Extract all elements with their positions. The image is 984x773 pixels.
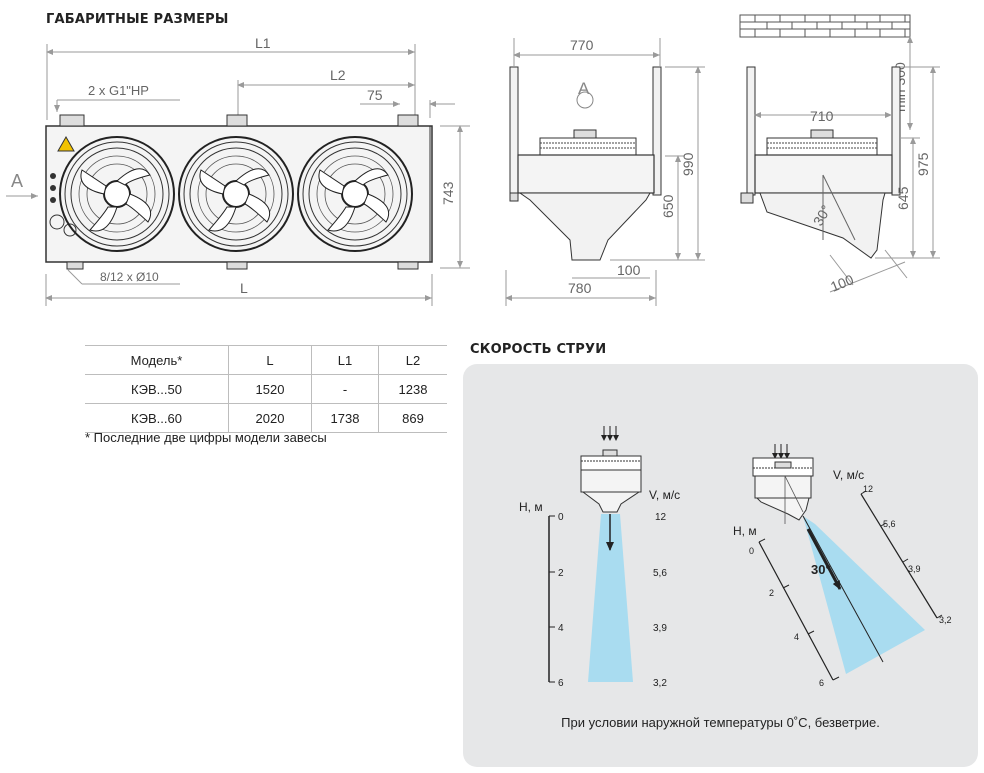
vertical-v-tick: 12 [655, 512, 667, 523]
jet-speed-heading: СКОРОСТЬ СТРУИ [470, 342, 607, 357]
fan-icon [297, 136, 413, 252]
front-view-drawing: L1 L2 75 2 x G1"НР [6, 35, 470, 306]
side1-650-label: 650 [660, 194, 676, 218]
angled-v-tick: 5,6 [883, 519, 896, 529]
fan-icon [178, 136, 294, 252]
fan-icon [59, 136, 175, 252]
angled-h-tick: 6 [819, 678, 824, 688]
vertical-h-tick: 4 [558, 623, 564, 634]
jet-speed-diagrams: H, м 0 2 4 6 V, м/с 12 5,6 3,9 3,2 [519, 426, 952, 689]
angled-v-label: V, м/с [833, 468, 864, 482]
front-75-label: 75 [367, 87, 383, 103]
angled-h-tick: 0 [749, 546, 754, 556]
side2-710-label: 710 [810, 108, 834, 124]
jet-speed-panel: H, м 0 2 4 6 V, м/с 12 5,6 3,9 3,2 [463, 364, 978, 767]
table-cell: 1238 [378, 374, 447, 404]
table-footnote: * Последние две цифры модели завесы [85, 430, 327, 445]
front-L-label: L [240, 280, 248, 296]
table-header-cell: L2 [378, 345, 447, 375]
side1-780-label: 780 [568, 280, 592, 296]
front-L1-label: L1 [255, 35, 271, 51]
side1-A-label: A [578, 79, 590, 98]
table-cell: 869 [378, 403, 447, 433]
angled-h-label: H, м [733, 524, 757, 538]
front-view-A-label: A [11, 171, 23, 191]
table-header-cell: Модель* [85, 345, 229, 375]
angled-v-tick: 12 [863, 484, 873, 494]
models-table: Модель* L L1 L2 КЭВ...50 1520 - 1238 КЭВ… [85, 345, 447, 433]
table-header-row: Модель* L L1 L2 [85, 345, 447, 375]
dimensions-heading: ГАБАРИТНЫЕ РАЗМЕРЫ [46, 12, 229, 27]
vertical-jet-stream [588, 514, 633, 682]
angled-h-tick: 2 [769, 588, 774, 598]
vertical-v-tick: 5,6 [653, 568, 667, 579]
angled-jet-stream [803, 516, 925, 674]
table-cell: 1520 [228, 374, 312, 404]
vertical-h-label: H, м [519, 500, 543, 514]
side-view-1-drawing: 770 A 990 650 100 780 [505, 37, 705, 306]
angled-v-tick: 3,9 [908, 564, 921, 574]
table-cell: 2020 [228, 403, 312, 433]
table-cell: - [311, 374, 379, 404]
front-L2-label: L2 [330, 67, 346, 83]
table-cell: КЭВ...50 [85, 374, 229, 404]
brick-wall-icon [739, 14, 911, 38]
condition-note: При условии наружной температуры 0˚С, бе… [561, 715, 880, 730]
side1-100-label: 100 [617, 262, 641, 278]
front-mount-label: 8/12 x Ø10 [100, 270, 159, 284]
vertical-h-tick: 6 [558, 678, 564, 689]
side1-990-label: 990 [680, 152, 696, 176]
side-view-2-drawing: min 300 710 30° 975 645 100 [739, 14, 940, 295]
angled-angle-label: 30° [811, 562, 831, 577]
table-cell: 1738 [311, 403, 379, 433]
vertical-h-tick: 0 [558, 512, 564, 523]
angled-unit-icon [752, 444, 814, 524]
angled-h-tick: 4 [794, 632, 799, 642]
vertical-h-tick: 2 [558, 568, 564, 579]
front-743-label: 743 [440, 181, 456, 205]
vertical-unit-icon [580, 426, 642, 513]
table-row: КЭВ...50 1520 - 1238 [85, 374, 447, 404]
side2-100-label: 100 [828, 271, 856, 295]
angled-v-tick: 3,2 [939, 615, 952, 625]
vertical-v-tick: 3,2 [653, 678, 667, 689]
side1-770-label: 770 [570, 37, 594, 53]
table-header-cell: L [228, 345, 312, 375]
warning-icon [57, 135, 75, 152]
table-header-cell: L1 [311, 345, 379, 375]
vertical-v-tick: 3,9 [653, 623, 667, 634]
front-connection-label: 2 x G1"НР [88, 83, 149, 98]
side2-975-label: 975 [915, 152, 931, 176]
table-cell: КЭВ...60 [85, 403, 229, 433]
side2-645-label: 645 [895, 186, 911, 210]
table-row: КЭВ...60 2020 1738 869 [85, 403, 447, 433]
vertical-v-label: V, м/с [649, 488, 680, 502]
